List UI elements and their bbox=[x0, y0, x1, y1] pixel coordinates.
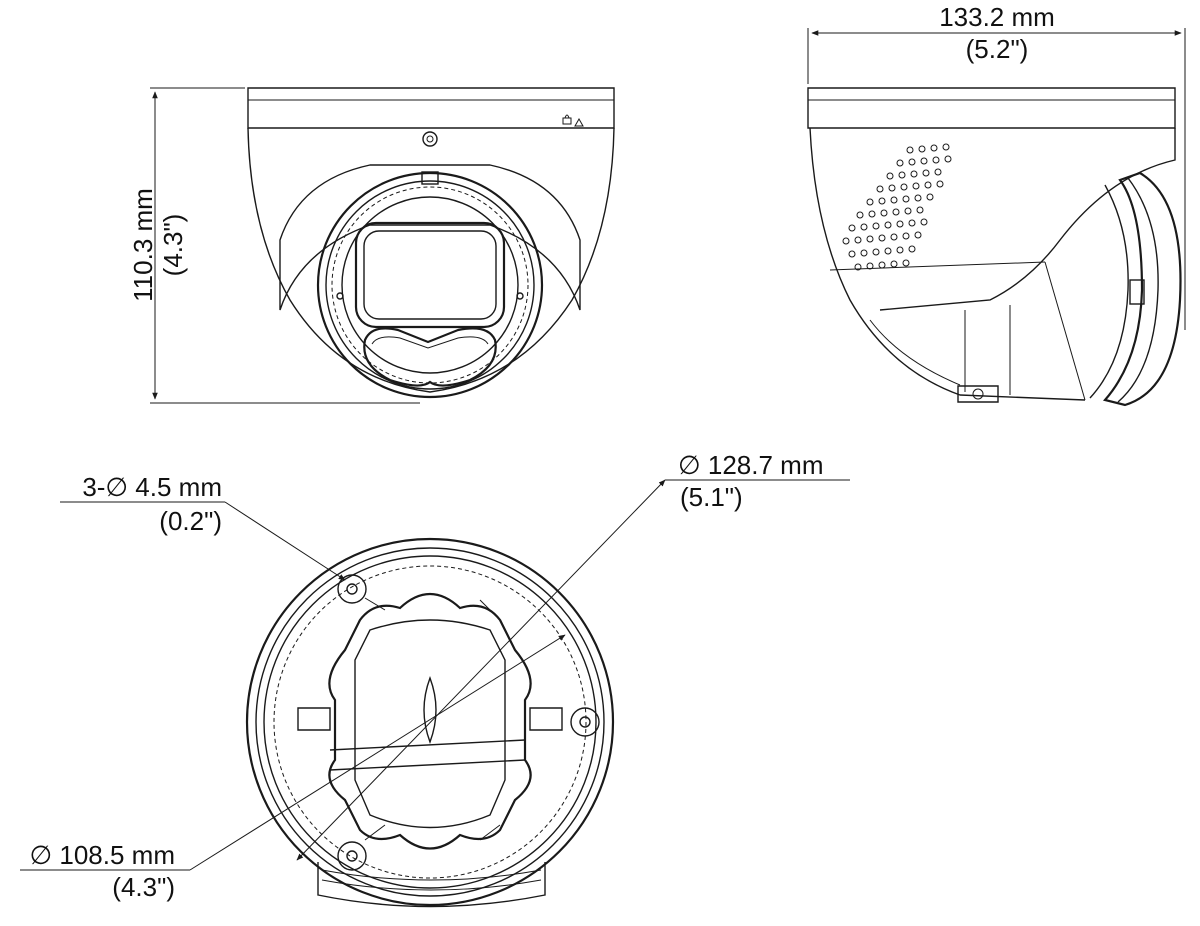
speaker-hole bbox=[878, 197, 886, 205]
speaker-hole bbox=[924, 181, 932, 189]
width-dimension: 133.2 mm (5.2") bbox=[807, 2, 1186, 330]
speaker-hole bbox=[912, 182, 920, 190]
speaker-hole bbox=[860, 249, 868, 257]
speaker-hole bbox=[916, 206, 924, 214]
speaker-hole bbox=[890, 260, 898, 268]
speaker-hole bbox=[896, 220, 904, 228]
speaker-hole bbox=[888, 184, 896, 192]
speaker-hole bbox=[942, 143, 950, 151]
outer-diameter-metric-label: ∅ 128.7 mm bbox=[678, 450, 823, 480]
speaker-hole bbox=[884, 247, 892, 255]
speaker-hole bbox=[908, 245, 916, 253]
height-imperial-label: (4.3") bbox=[158, 214, 188, 277]
speaker-hole bbox=[908, 158, 916, 166]
speaker-hole bbox=[880, 209, 888, 217]
speaker-hole bbox=[900, 183, 908, 191]
speaker-hole bbox=[866, 198, 874, 206]
speaker-hole bbox=[920, 157, 928, 165]
speaker-hole bbox=[902, 195, 910, 203]
speaker-hole bbox=[892, 208, 900, 216]
front-view bbox=[247, 87, 615, 399]
speaker-hole bbox=[842, 237, 850, 245]
speaker-hole bbox=[884, 221, 892, 229]
speaker-hole bbox=[878, 234, 886, 242]
speaker-hole bbox=[872, 222, 880, 230]
speaker-hole bbox=[908, 219, 916, 227]
hole-metric-label: 3-∅ 4.5 mm bbox=[82, 472, 222, 502]
width-imperial-label: (5.2") bbox=[966, 34, 1029, 64]
speaker-hole bbox=[876, 185, 884, 193]
speaker-hole bbox=[906, 146, 914, 154]
speaker-hole bbox=[914, 231, 922, 239]
speaker-hole bbox=[878, 261, 886, 269]
hole-imperial-label: (0.2") bbox=[159, 506, 222, 536]
speaker-hole bbox=[936, 180, 944, 188]
speaker-hole bbox=[920, 218, 928, 226]
hole-circle-imperial-label: (4.3") bbox=[112, 872, 175, 902]
height-dimension: 110.3 mm (4.3") bbox=[128, 87, 420, 404]
speaker-hole bbox=[896, 246, 904, 254]
speaker-holes bbox=[842, 143, 952, 271]
speaker-hole bbox=[926, 193, 934, 201]
speaker-hole bbox=[866, 235, 874, 243]
height-metric-label: 110.3 mm bbox=[128, 188, 158, 302]
speaker-hole bbox=[860, 223, 868, 231]
speaker-hole bbox=[898, 171, 906, 179]
speaker-hole bbox=[890, 233, 898, 241]
speaker-hole bbox=[872, 248, 880, 256]
speaker-hole bbox=[854, 236, 862, 244]
speaker-hole bbox=[932, 156, 940, 164]
speaker-hole bbox=[944, 155, 952, 163]
hole-circle-diameter-callout: ∅ 108.5 mm (4.3") bbox=[20, 634, 566, 902]
speaker-hole bbox=[918, 145, 926, 153]
speaker-hole bbox=[922, 169, 930, 177]
hole-circle-metric-label: ∅ 108.5 mm bbox=[30, 840, 175, 870]
speaker-hole bbox=[848, 250, 856, 258]
speaker-hole bbox=[914, 194, 922, 202]
speaker-hole bbox=[848, 224, 856, 232]
speaker-hole bbox=[904, 207, 912, 215]
speaker-hole bbox=[866, 262, 874, 270]
speaker-hole bbox=[934, 168, 942, 176]
speaker-hole bbox=[868, 210, 876, 218]
speaker-hole bbox=[910, 170, 918, 178]
width-metric-label: 133.2 mm bbox=[939, 2, 1055, 32]
outer-diameter-callout: ∅ 128.7 mm (5.1") bbox=[296, 450, 850, 861]
speaker-hole bbox=[856, 211, 864, 219]
outer-diameter-imperial-label: (5.1") bbox=[680, 482, 743, 512]
hole-diameter-callout: 3-∅ 4.5 mm (0.2") bbox=[60, 472, 346, 581]
speaker-hole bbox=[886, 172, 894, 180]
speaker-hole bbox=[930, 144, 938, 152]
speaker-hole bbox=[890, 196, 898, 204]
speaker-hole bbox=[896, 159, 904, 167]
speaker-hole bbox=[902, 259, 910, 267]
speaker-hole bbox=[854, 263, 862, 271]
speaker-hole bbox=[902, 232, 910, 240]
side-view bbox=[807, 87, 1182, 407]
